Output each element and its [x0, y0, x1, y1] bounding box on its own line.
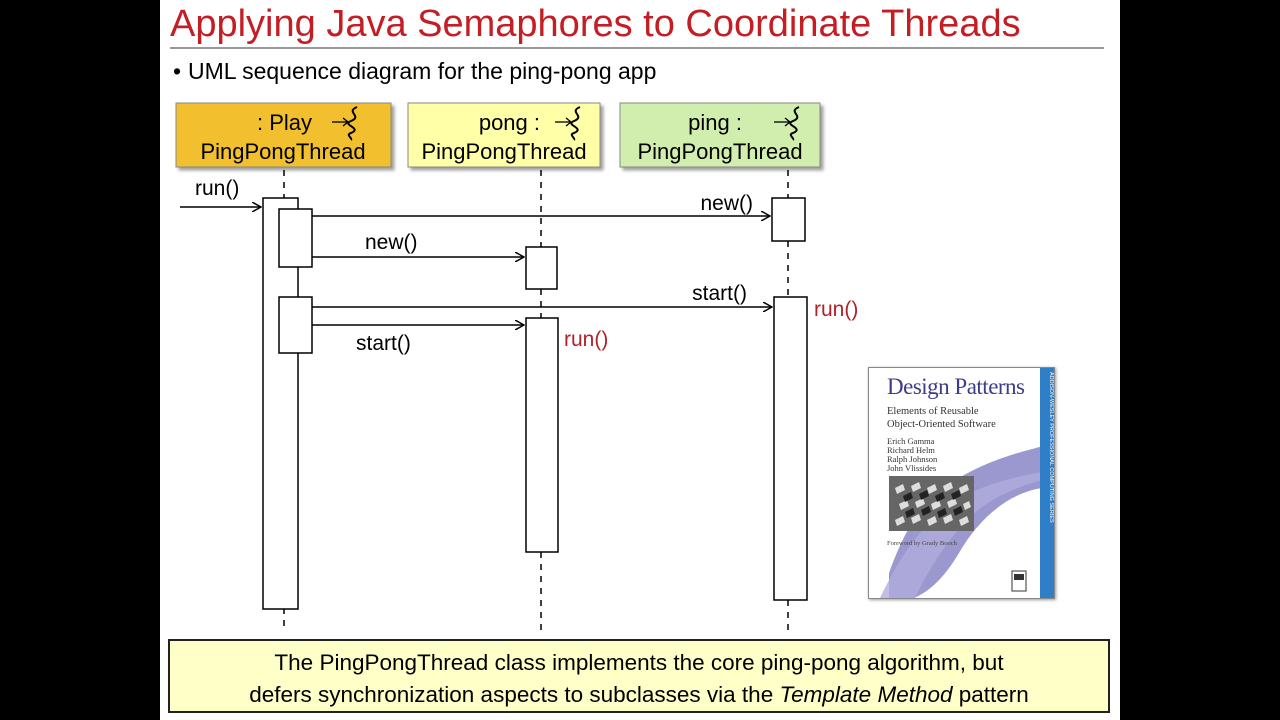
- sequence-diagram: : Play PingPongThread pong : PingPongThr…: [175, 102, 858, 632]
- activation-pong-run: [525, 317, 559, 553]
- message-run-label: run(): [195, 177, 239, 200]
- lifeline-ping: ping : PingPongThread: [619, 102, 821, 168]
- activation-play-new: [278, 208, 313, 268]
- thread-icon: [774, 106, 800, 141]
- book-foreword: Foreword by Grady Booch: [887, 540, 957, 547]
- message-new-ping-label: new(): [700, 192, 753, 215]
- summary-line-2: defers synchronization aspects to subcla…: [170, 679, 1108, 711]
- bullet-text: UML sequence diagram for the ping-pong a…: [188, 58, 657, 84]
- summary-line-2-text: defers synchronization aspects to subcla…: [249, 682, 780, 707]
- summary-line-2-end: pattern: [952, 682, 1029, 707]
- bullet-icon: •: [172, 58, 182, 84]
- message-start-ping-label: start(): [692, 282, 747, 305]
- summary-emphasis: Template Method: [779, 682, 953, 707]
- title-divider: [170, 47, 1104, 49]
- summary-line-1: The PingPongThread class implements the …: [274, 650, 1004, 675]
- slide: Applying Java Semaphores to Coordinate T…: [160, 0, 1120, 720]
- message-run-pong-label: run(): [564, 328, 608, 351]
- message-new-pong-label: new(): [365, 231, 418, 254]
- message-run-ping-label: run(): [814, 298, 858, 321]
- book-spine: ADDISON-WESLEY PROFESSIONAL COMPUTING SE…: [1040, 368, 1054, 598]
- lifeline-dashes: [283, 170, 789, 632]
- book-series: ADDISON-WESLEY PROFESSIONAL COMPUTING SE…: [1048, 372, 1054, 523]
- book-author: Richard Helm: [887, 445, 935, 455]
- message-start-pong-label: start(): [356, 332, 411, 355]
- summary-note: The PingPongThread class implements the …: [168, 639, 1110, 713]
- book-subtitle-1: Elements of Reusable: [887, 406, 979, 417]
- book-author: Erich Gamma: [887, 436, 935, 446]
- activation-ping-new: [771, 197, 806, 242]
- lifeline-pong-name: pong :: [479, 110, 540, 135]
- design-patterns-book-cover: Design Patterns Elements of Reusable Obj…: [868, 367, 1055, 599]
- book-title: Design Patterns: [887, 374, 1025, 399]
- thread-icon: [555, 106, 581, 141]
- lifeline-play-name: : Play: [257, 110, 312, 135]
- activation-ping-run: [773, 296, 808, 601]
- book-author: Ralph Johnson: [887, 454, 938, 464]
- book-subtitle-2: Object-Oriented Software: [887, 419, 996, 430]
- thread-icon: [332, 106, 358, 141]
- lifeline-ping-class: PingPongThread: [637, 139, 802, 164]
- book-author: John Vlissides: [887, 463, 937, 473]
- bullet-item: •UML sequence diagram for the ping-pong …: [166, 56, 656, 86]
- lifeline-play-class: PingPongThread: [200, 139, 365, 164]
- lifeline-pong-class: PingPongThread: [421, 139, 586, 164]
- lifeline-ping-name: ping :: [688, 110, 742, 135]
- slide-title: Applying Java Semaphores to Coordinate T…: [170, 3, 1021, 45]
- activation-play-start: [278, 296, 313, 354]
- lifeline-pong: pong : PingPongThread: [407, 102, 601, 168]
- book-artwork: [879, 446, 1042, 598]
- activation-pong-new: [525, 246, 558, 290]
- lifeline-play: : Play PingPongThread: [175, 102, 392, 168]
